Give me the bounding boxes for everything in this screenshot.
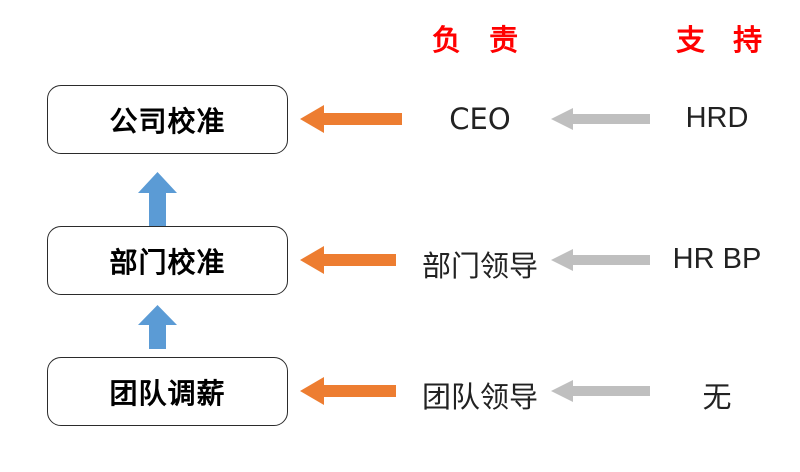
flow-up-arrow-icon	[138, 305, 177, 349]
flow-up-arrow-icon	[138, 172, 177, 226]
support-arrow-icon	[551, 246, 650, 278]
responsible-arrow-icon	[300, 103, 402, 135]
responsible-arrow-icon	[300, 375, 396, 407]
responsible-arrow-icon	[300, 244, 396, 276]
stage-box-team[interactable]: 团队调薪	[47, 357, 288, 426]
stage-box-label: 团队调薪	[109, 376, 226, 410]
support-arrow-icon	[551, 377, 650, 409]
support-role-label: HRD	[685, 102, 749, 134]
support-role-label: HR BP	[672, 243, 762, 275]
responsible-role-label: CEO	[449, 102, 511, 136]
stage-box-department[interactable]: 部门校准	[47, 226, 288, 295]
support-role-label: 无	[702, 382, 732, 414]
support-arrow-icon	[551, 105, 650, 137]
responsible-role-label: 团队领导	[421, 380, 538, 414]
responsible-role-label: 部门领导	[421, 249, 538, 283]
stage-box-company[interactable]: 公司校准	[47, 85, 288, 154]
column-header-responsible: 负 责	[432, 23, 528, 57]
stage-box-label: 部门校准	[109, 245, 226, 279]
stage-box-label: 公司校准	[109, 104, 226, 138]
column-header-support: 支 持	[676, 23, 772, 57]
